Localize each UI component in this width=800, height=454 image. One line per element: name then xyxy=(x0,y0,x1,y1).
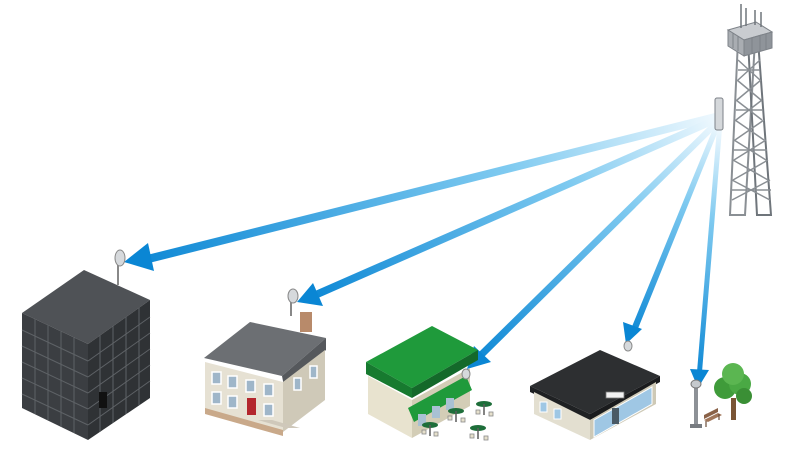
signal-beams xyxy=(124,113,722,388)
shop-sign xyxy=(605,391,625,399)
beam-to-cafe xyxy=(467,121,719,369)
beam-to-street-lamp xyxy=(690,128,722,388)
bench-icon xyxy=(704,408,722,427)
dish-antenna-icon xyxy=(461,368,471,380)
shop-door xyxy=(612,408,619,424)
street-lamp-icon xyxy=(690,379,702,428)
cafe-icon xyxy=(366,326,494,441)
patio-tables xyxy=(421,401,494,441)
shop-icon xyxy=(530,340,660,440)
dish-antenna-icon xyxy=(114,249,126,285)
house-door xyxy=(247,398,256,415)
cell-tower-icon xyxy=(714,4,774,216)
office-building-icon xyxy=(21,249,151,440)
tree-icon xyxy=(714,363,752,420)
office-door xyxy=(99,392,107,408)
beam-to-office-tower xyxy=(124,113,715,271)
beam-to-house xyxy=(297,116,717,306)
house-icon xyxy=(204,288,326,436)
beam-to-shop xyxy=(623,124,720,344)
dish-antenna-icon xyxy=(623,340,633,352)
dish-antenna-icon xyxy=(287,288,299,316)
